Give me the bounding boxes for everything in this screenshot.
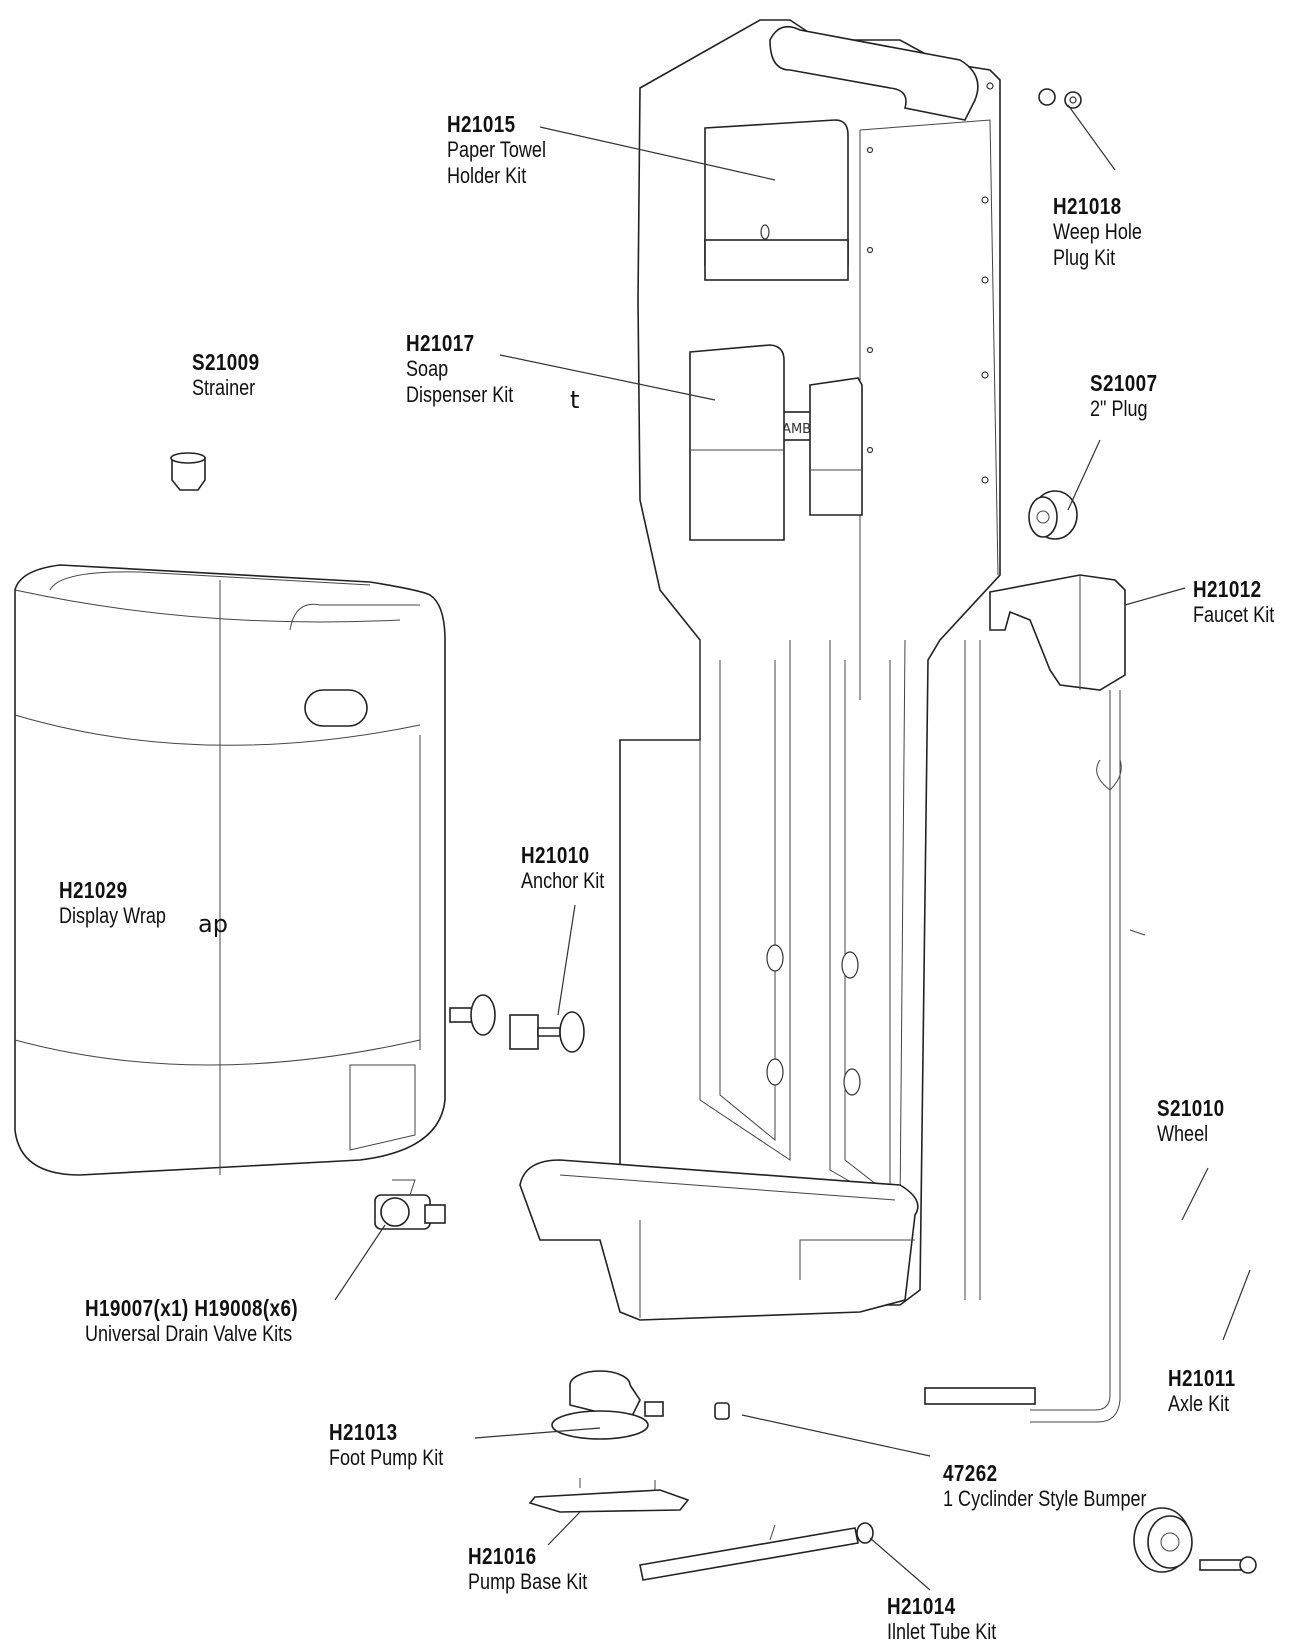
- part-description: Foot Pump Kit: [329, 1445, 444, 1471]
- part-number: H21012: [1193, 576, 1262, 602]
- callout-faucet-kit: H21012 Faucet Kit: [1193, 576, 1292, 628]
- part-description: Weep Hole: [1053, 219, 1142, 245]
- part-number: H19007(x1) H19008(x6): [85, 1295, 299, 1321]
- strainer: [170, 452, 206, 491]
- stray-text: t: [570, 386, 580, 414]
- callout-pump-base-kit: H21016 Pump Base Kit: [468, 1543, 614, 1595]
- callout-cylinder-style-bumper: 47262 1 Cyclinder Style Bumper: [943, 1460, 1191, 1512]
- part-description: Wheel: [1157, 1121, 1209, 1147]
- part-description: Anchor Kit: [521, 868, 605, 894]
- part-description: Plug Kit: [1053, 244, 1116, 270]
- back-panel-tower: CAMBI: [619, 19, 1001, 1306]
- part-number: S21007: [1090, 370, 1158, 396]
- wheel: [1133, 1507, 1193, 1573]
- part-number: S21009: [192, 349, 260, 375]
- part-number: H21017: [406, 330, 475, 356]
- callout-inlet-tube-kit: H21014 Ilnlet Tube Kit: [887, 1593, 1020, 1645]
- part-description: Display Wrap: [59, 903, 166, 929]
- part-description: Paper Towel: [447, 137, 546, 163]
- callout-strainer: S21009 Strainer: [192, 349, 274, 401]
- leader-lines: [334, 104, 1251, 1591]
- part-description: Universal Drain Valve Kits: [85, 1321, 293, 1347]
- callout-universal-drain-valve-kits: H19007(x1) H19008(x6) Universal Drain Va…: [85, 1295, 345, 1347]
- stray-text: ap: [198, 910, 228, 938]
- part-number: S21010: [1157, 1095, 1225, 1121]
- part-description: Pump Base Kit: [468, 1569, 588, 1595]
- pump-base: [528, 1478, 690, 1513]
- soap-dispensers: [689, 344, 863, 541]
- part-description: Holder Kit: [447, 162, 527, 188]
- callout-axle-kit: H21011 Axle Kit: [1168, 1365, 1250, 1417]
- callout-two-inch-plug: S21007 2" Plug: [1090, 370, 1172, 422]
- axle: [1199, 1556, 1257, 1574]
- inlet-tube: [639, 1522, 874, 1581]
- foot-pump: [551, 1370, 664, 1440]
- callout-foot-pump-kit: H21013 Foot Pump Kit: [329, 1419, 468, 1471]
- part-description: 1 Cyclinder Style Bumper: [943, 1486, 1147, 1512]
- drain-valve: [374, 1179, 446, 1230]
- callout-anchor-kit: H21010 Anchor Kit: [521, 842, 623, 894]
- callout-weep-hole-plug-kit: H21018 Weep Hole Plug Kit: [1053, 193, 1161, 270]
- part-description: 2" Plug: [1090, 396, 1148, 422]
- part-number: H21014: [887, 1593, 956, 1619]
- part-description: Soap: [406, 356, 449, 382]
- part-description: Dispenser Kit: [406, 381, 514, 407]
- callout-display-wrap: H21029 Display Wrap: [59, 877, 189, 929]
- faucet-assembly: [924, 574, 1146, 1423]
- paper-towel-holder: [704, 119, 849, 281]
- part-number: H21016: [468, 1543, 537, 1569]
- callout-paper-towel-holder-kit: H21015 Paper Towel Holder Kit: [447, 111, 568, 188]
- part-number: 47262: [943, 1460, 998, 1486]
- callout-wheel: S21010 Wheel: [1157, 1095, 1239, 1147]
- callout-soap-dispenser-kit: H21017 Soap Dispenser Kit: [406, 330, 537, 407]
- part-description: Ilnlet Tube Kit: [887, 1619, 997, 1645]
- part-description: Strainer: [192, 375, 256, 401]
- part-number: H21018: [1053, 193, 1122, 219]
- two-inch-plug: [1028, 490, 1078, 540]
- part-description: Faucet Kit: [1193, 602, 1275, 628]
- part-number: H21010: [521, 842, 590, 868]
- weep-hole-plugs: [1038, 88, 1082, 109]
- part-number: H21029: [59, 877, 128, 903]
- part-description: Axle Kit: [1168, 1391, 1230, 1417]
- part-number: H21015: [447, 111, 516, 137]
- anchor-kit: [449, 994, 585, 1053]
- display-wrap-basin: [14, 564, 446, 1176]
- part-number: H21011: [1168, 1365, 1236, 1391]
- base-tub: [519, 1159, 919, 1321]
- part-number: H21013: [329, 1419, 398, 1445]
- cylinder-bumper: [714, 1402, 730, 1420]
